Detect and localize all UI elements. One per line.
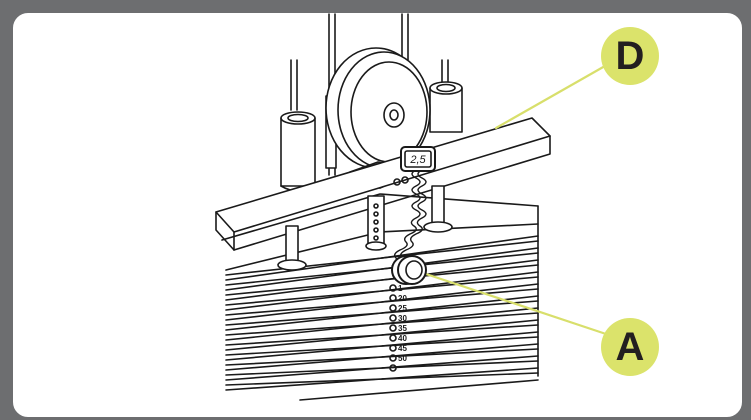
weight-mark: 20 bbox=[398, 294, 407, 303]
pulley bbox=[325, 47, 431, 189]
weight-mark: 25 bbox=[398, 304, 407, 313]
selector-stem bbox=[365, 195, 387, 251]
selector-tag bbox=[400, 146, 436, 172]
selector-tag-label: 2,5 bbox=[409, 154, 426, 166]
weight-mark: 40 bbox=[398, 334, 407, 343]
weight-mark: 45 bbox=[398, 344, 407, 353]
weight-stack bbox=[221, 193, 539, 401]
coiled-cord bbox=[391, 169, 427, 267]
callout-d: D bbox=[601, 27, 659, 85]
guide-post-left bbox=[280, 111, 316, 192]
weight-mark: 50 bbox=[398, 354, 407, 363]
leader-line-d bbox=[494, 60, 614, 130]
weight-mark: 1 bbox=[398, 284, 403, 293]
guide-post-right bbox=[429, 81, 463, 133]
weight-mark: 35 bbox=[398, 324, 407, 333]
leader-line-a bbox=[418, 270, 608, 336]
weight-markings: 1 20 25 30 35 40 45 50 bbox=[398, 284, 407, 363]
weight-mark: 30 bbox=[398, 314, 407, 323]
guide-rod-right bbox=[423, 185, 453, 233]
weight-hole-column bbox=[389, 284, 397, 372]
guide-rod-left bbox=[277, 225, 307, 271]
selector-pin-knob bbox=[391, 255, 427, 285]
weight-stack-illustration: 2,5 1 20 25 30 35 40 45 50 bbox=[215, 13, 614, 401]
callout-a: A bbox=[601, 318, 659, 376]
